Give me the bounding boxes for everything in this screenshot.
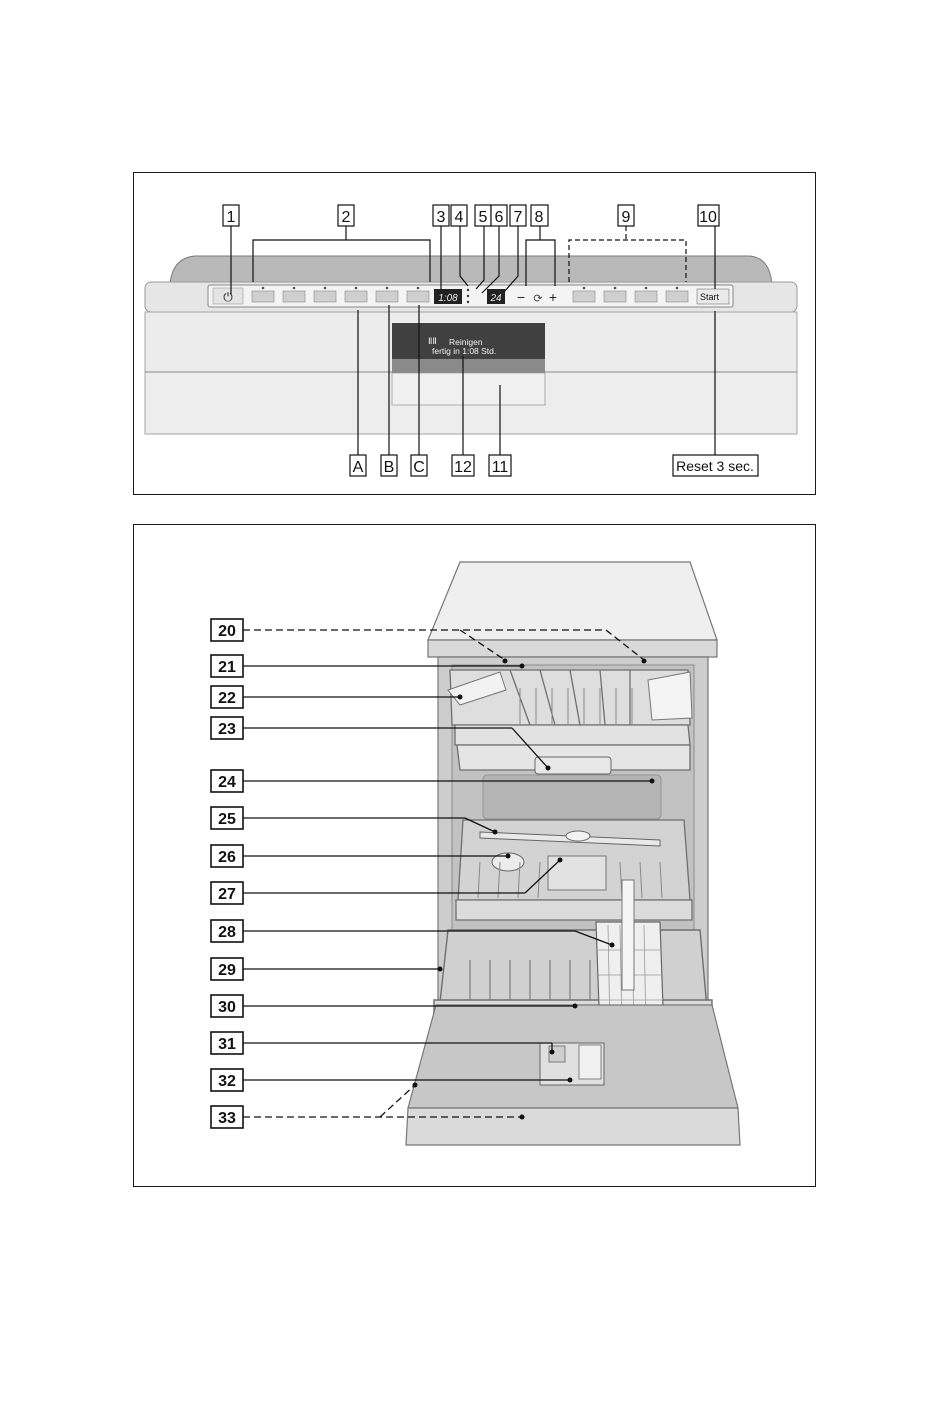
callout-23: 23 xyxy=(218,721,236,738)
callout-21: 21 xyxy=(218,659,236,676)
callout-26: 26 xyxy=(218,849,236,866)
filter-housing xyxy=(548,856,606,890)
callout-31: 31 xyxy=(218,1036,236,1053)
cup-shelf-right xyxy=(648,672,692,720)
callout-28: 28 xyxy=(218,924,236,941)
spray-arm-hub xyxy=(566,831,590,841)
callout-30: 30 xyxy=(218,999,236,1016)
callout-22: 22 xyxy=(218,690,236,707)
callout-25: 25 xyxy=(218,811,236,828)
callout-24: 24 xyxy=(218,774,236,791)
rinse-aid-dispenser xyxy=(579,1045,601,1079)
callout-29: 29 xyxy=(218,962,236,979)
callout-27: 27 xyxy=(218,886,236,903)
cutlery-basket-handle xyxy=(622,880,634,990)
callout-32: 32 xyxy=(218,1073,236,1090)
callout-20: 20 xyxy=(218,623,236,640)
worktop xyxy=(428,562,717,640)
callout-33: 33 xyxy=(218,1110,236,1127)
